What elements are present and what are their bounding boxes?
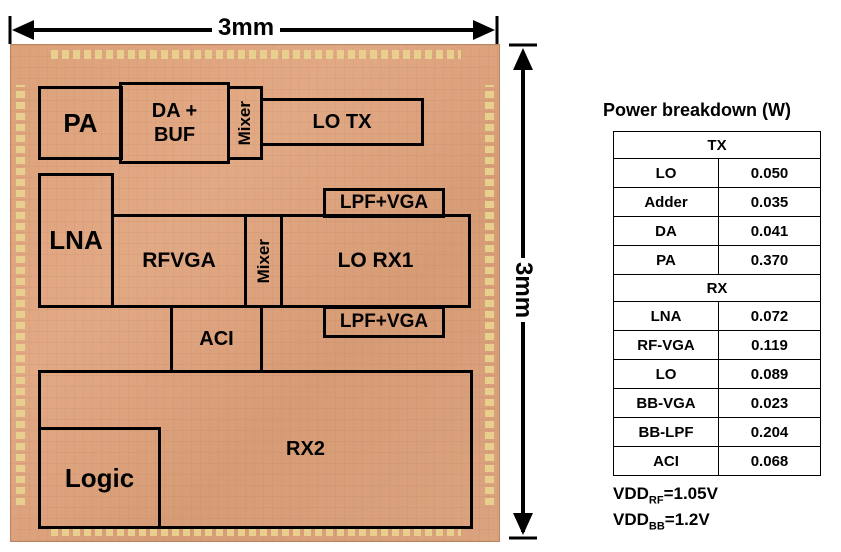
bottom-pad-row [51, 527, 461, 536]
tx-header: TX [613, 131, 821, 159]
pa-label: PA [63, 107, 98, 138]
lpf-vga-top-label: LPF+VGA [339, 192, 429, 213]
da-buf-label-line1: DA + [151, 100, 198, 122]
power-row-component: DA [613, 216, 719, 246]
logic-label: Logic [64, 462, 135, 493]
width-label: 3mm [212, 14, 281, 42]
power-row-component: BB-LPF [613, 417, 719, 447]
rx2-label: RX2 [286, 438, 325, 460]
vdd-rf-value: =1.05V [663, 484, 718, 503]
power-row-component: PA [613, 245, 719, 275]
aci-block: ACI [170, 305, 263, 373]
power-row-value: 0.068 [718, 446, 821, 476]
rfvga-label: RFVGA [142, 249, 216, 272]
lo-rx1-block: LO RX1 [280, 214, 471, 308]
power-row-component: BB-VGA [613, 388, 719, 418]
rx-header: RX [613, 274, 821, 302]
power-breakdown-title: Power breakdown (W) [603, 100, 792, 120]
vdd-bb-value: =1.2V [664, 510, 710, 529]
power-row-component: RF-VGA [613, 330, 719, 360]
lna-label: LNA [49, 225, 103, 255]
lna-block: LNA [38, 173, 114, 308]
pa-block: PA [38, 86, 123, 160]
lo-tx-block: LO TX [260, 98, 424, 146]
power-row-value: 0.041 [718, 216, 821, 246]
top-pad-row [51, 50, 461, 59]
vdd-bb-subscript: BB [648, 520, 665, 533]
power-row-component: LO [613, 359, 719, 389]
height-label: 3mm [509, 258, 537, 323]
tx-mixer-block: Mixer [227, 86, 263, 160]
power-row-value: 0.370 [718, 245, 821, 275]
vdd-bb-prefix: VDD [613, 510, 649, 529]
power-row-value: 0.119 [718, 330, 821, 360]
lpf-vga-bottom-block: LPF+VGA [323, 306, 445, 338]
lpf-vga-bottom-label: LPF+VGA [339, 311, 429, 332]
vdd-rf: VDDRF=1.05V [613, 484, 718, 506]
power-row-value: 0.072 [718, 301, 821, 331]
power-row-component: LNA [613, 301, 719, 331]
power-row-value: 0.204 [718, 417, 821, 447]
rx-header-row: RX [613, 274, 821, 302]
vdd-rf-prefix: VDD [613, 484, 649, 503]
da-buf-label-line2: BUF [153, 124, 196, 146]
power-row-value: 0.035 [718, 187, 821, 217]
lo-tx-label: LO TX [312, 110, 372, 133]
power-row-value: 0.089 [718, 359, 821, 389]
chip-die-photo [10, 44, 500, 542]
vdd-bb: VDDBB=1.2V [613, 510, 710, 532]
power-row-value: 0.050 [718, 158, 821, 188]
power-row-component: ACI [613, 446, 719, 476]
tx-mixer-label: Mixer [235, 100, 254, 146]
vdd-rf-subscript: RF [648, 494, 664, 507]
da-buf-block: DA + BUF [119, 82, 230, 164]
power-row-component: LO [613, 158, 719, 188]
power-row-value: 0.023 [718, 388, 821, 418]
tx-header-row: TX [613, 131, 821, 159]
logic-block: Logic [38, 427, 161, 529]
right-pad-column [485, 85, 494, 505]
left-pad-column [16, 85, 25, 505]
rfvga-block: RFVGA [111, 214, 247, 308]
rx-mixer-block: Mixer [244, 214, 283, 308]
lo-rx1-label: LO RX1 [337, 249, 414, 272]
power-row-component: Adder [613, 187, 719, 217]
aci-label: ACI [199, 327, 234, 350]
rx-mixer-label: Mixer [253, 238, 273, 284]
